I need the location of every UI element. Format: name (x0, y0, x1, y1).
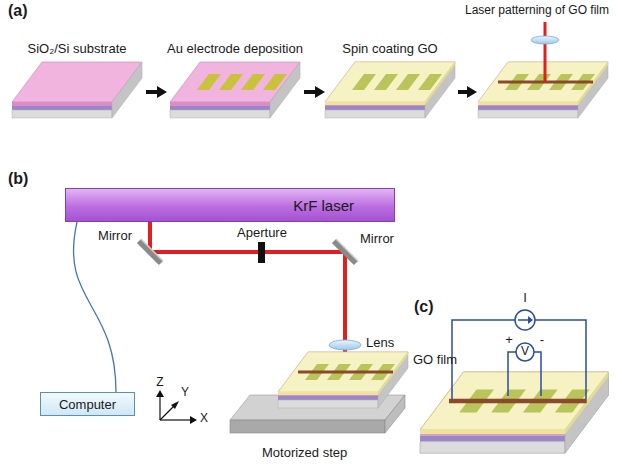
part-label: Y (181, 386, 189, 400)
patterned-slab (478, 62, 608, 118)
box-text: KrF laser (293, 197, 354, 214)
part-label: Au electrode deposition (167, 42, 303, 57)
control-cable (73, 222, 116, 392)
laser-beam (544, 22, 547, 82)
device-slab (420, 372, 609, 453)
part-label: GO film (413, 353, 457, 368)
panel-label: (b) (8, 170, 28, 188)
circuit-wire (452, 320, 586, 399)
mirror (139, 239, 358, 263)
part-label: Aperture (237, 226, 287, 241)
part-label: Z (156, 376, 163, 390)
part-label: + (505, 333, 513, 348)
current-source (515, 310, 535, 330)
laser-box: KrF laser (65, 188, 395, 222)
panel-label: (c) (414, 298, 434, 316)
part-label: Spin coating GO (342, 42, 437, 57)
part-label: V (521, 345, 529, 359)
aperture (258, 242, 265, 263)
part-label: Motorized step (262, 446, 347, 461)
box-text: Computer (59, 397, 116, 412)
lens (329, 340, 361, 350)
part-label: I (523, 291, 527, 306)
part-label: - (540, 333, 544, 348)
panel-label: (a) (8, 2, 28, 20)
part-label: Mirror (98, 229, 132, 244)
part-label: Laser patterning of GO film (465, 4, 609, 18)
substrate-slab (12, 62, 142, 118)
computer-box: Computer (40, 392, 135, 416)
voltmeter (516, 343, 534, 361)
lens (531, 36, 559, 44)
axes (156, 390, 197, 424)
part-label: Mirror (360, 232, 394, 247)
part-label: SiO₂/Si substrate (28, 42, 127, 57)
step-arrow (146, 86, 477, 98)
go-film-sample (278, 352, 408, 408)
laser-beam (150, 222, 345, 372)
part-label: Lens (366, 336, 394, 351)
part-label: X (200, 412, 208, 426)
go-coated-slab (325, 62, 455, 118)
electrode-slab (170, 62, 300, 118)
